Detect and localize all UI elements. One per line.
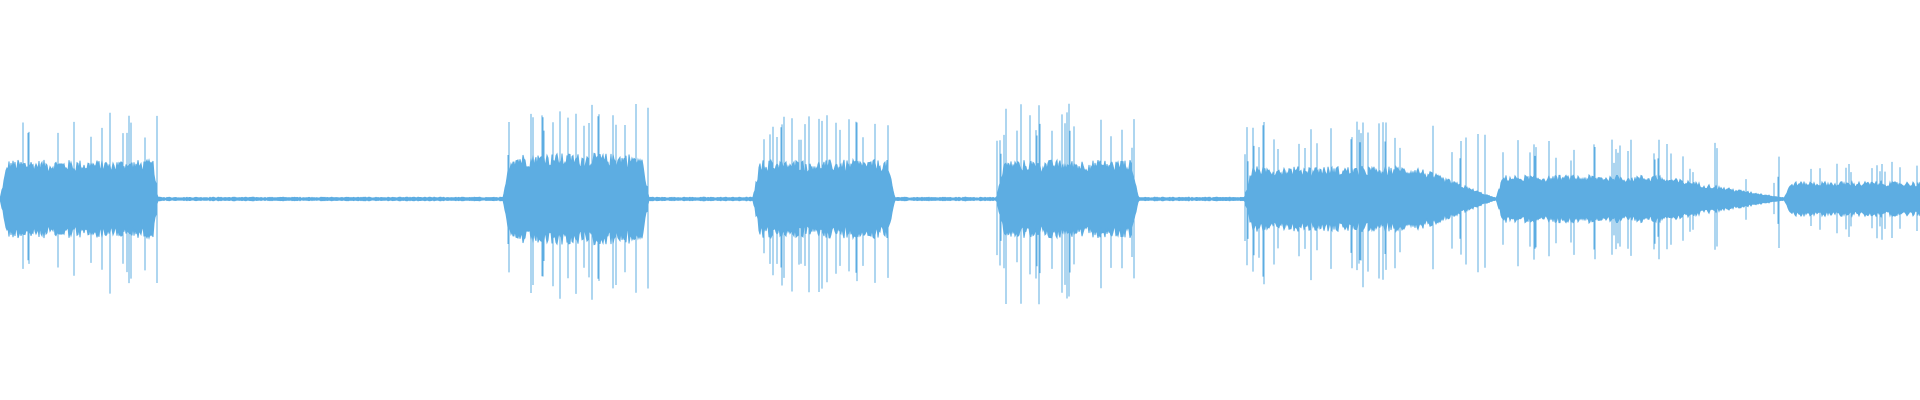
waveform-spikes [22,103,1918,305]
waveform-envelope [0,152,1920,246]
